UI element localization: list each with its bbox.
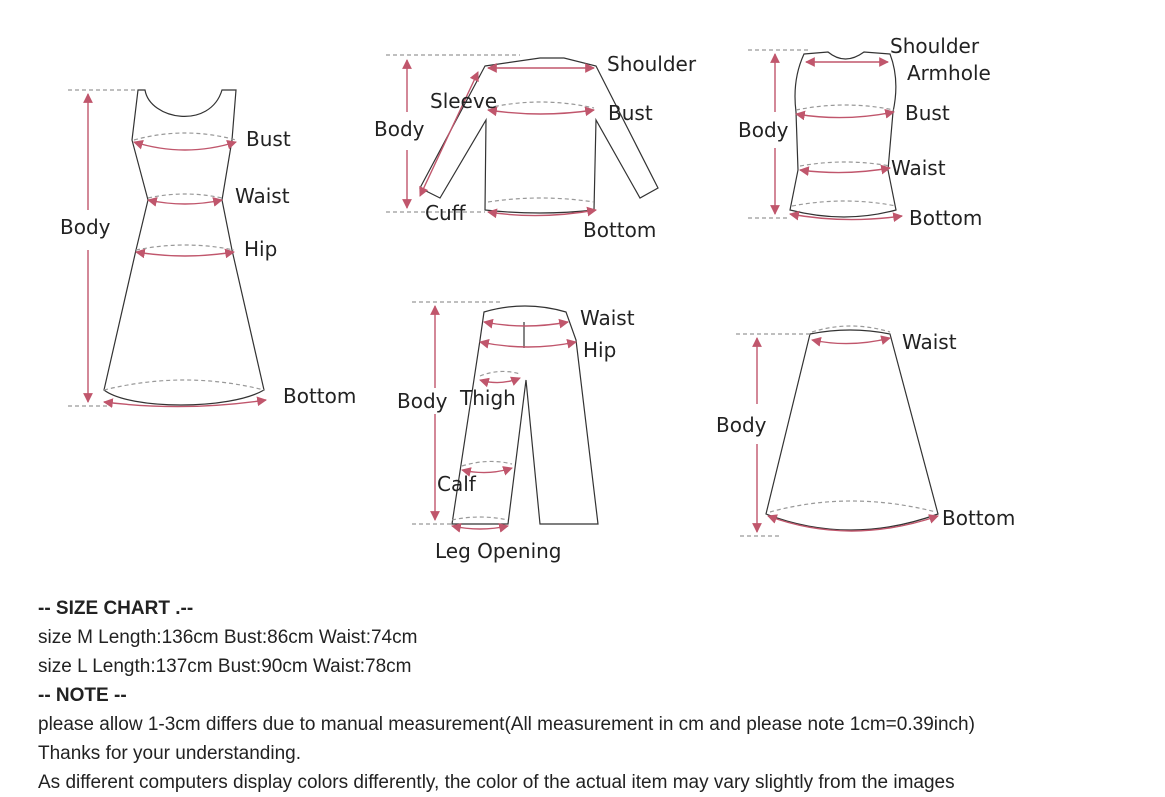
top-shoulder-label: Shoulder (607, 52, 697, 76)
skirt-diagram: Waist Body Bottom (716, 325, 1015, 537)
vest-body-label: Body (738, 118, 789, 142)
pants-thigh-label: Thigh (459, 386, 516, 410)
dress-bottom-label: Bottom (283, 384, 356, 408)
size-m-row: size M Length:136cm Bust:86cm Waist:74cm (38, 627, 418, 648)
note-heading: -- NOTE -- (38, 685, 127, 706)
vest-armhole-label: Armhole (907, 61, 991, 85)
note-colors: As different computers display colors di… (38, 772, 955, 793)
dress-bust-label: Bust (246, 127, 291, 151)
top-bottom-label: Bottom (583, 218, 656, 242)
size-l-row: size L Length:137cm Bust:90cm Waist:78cm (38, 656, 412, 677)
vest-diagram: Shoulder Armhole Body Bust Waist Bottom (738, 34, 991, 230)
pants-hip-label: Hip (583, 338, 616, 362)
pants-waist-label: Waist (580, 306, 635, 330)
note-thanks: Thanks for your understanding. (38, 743, 301, 764)
top-diagram: Body Sleeve Shoulder Bust Cuff Bottom (374, 52, 697, 242)
dress-body-label: Body (60, 215, 111, 239)
pants-body-label: Body (397, 389, 448, 413)
skirt-body-label: Body (716, 413, 767, 437)
size-info: -- SIZE CHART .-- size M Length:136cm Bu… (38, 594, 1148, 797)
pants-diagram: Waist Hip Body Thigh Calf Leg Opening (397, 301, 635, 563)
note-measurement: please allow 1-3cm differs due to manual… (38, 714, 975, 735)
vest-bottom-label: Bottom (909, 206, 982, 230)
top-cuff-label: Cuff (425, 201, 467, 225)
vest-shoulder-label: Shoulder (890, 34, 980, 58)
measurement-diagram: Body Bust Waist Hip Bottom Body Sleeve S… (60, 34, 1015, 563)
top-bust-label: Bust (608, 101, 653, 125)
vest-bust-label: Bust (905, 101, 950, 125)
dress-hip-label: Hip (244, 237, 277, 261)
pants-calf-label: Calf (437, 472, 477, 496)
size-chart-heading: -- SIZE CHART .-- (38, 598, 194, 619)
vest-waist-label: Waist (891, 156, 946, 180)
dress-diagram: Body Bust Waist Hip Bottom (60, 89, 356, 408)
skirt-waist-label: Waist (902, 330, 957, 354)
dress-waist-label: Waist (235, 184, 290, 208)
top-body-label: Body (374, 117, 425, 141)
skirt-bottom-label: Bottom (942, 506, 1015, 530)
pants-leg-opening-label: Leg Opening (435, 539, 562, 563)
top-sleeve-label: Sleeve (430, 89, 497, 113)
